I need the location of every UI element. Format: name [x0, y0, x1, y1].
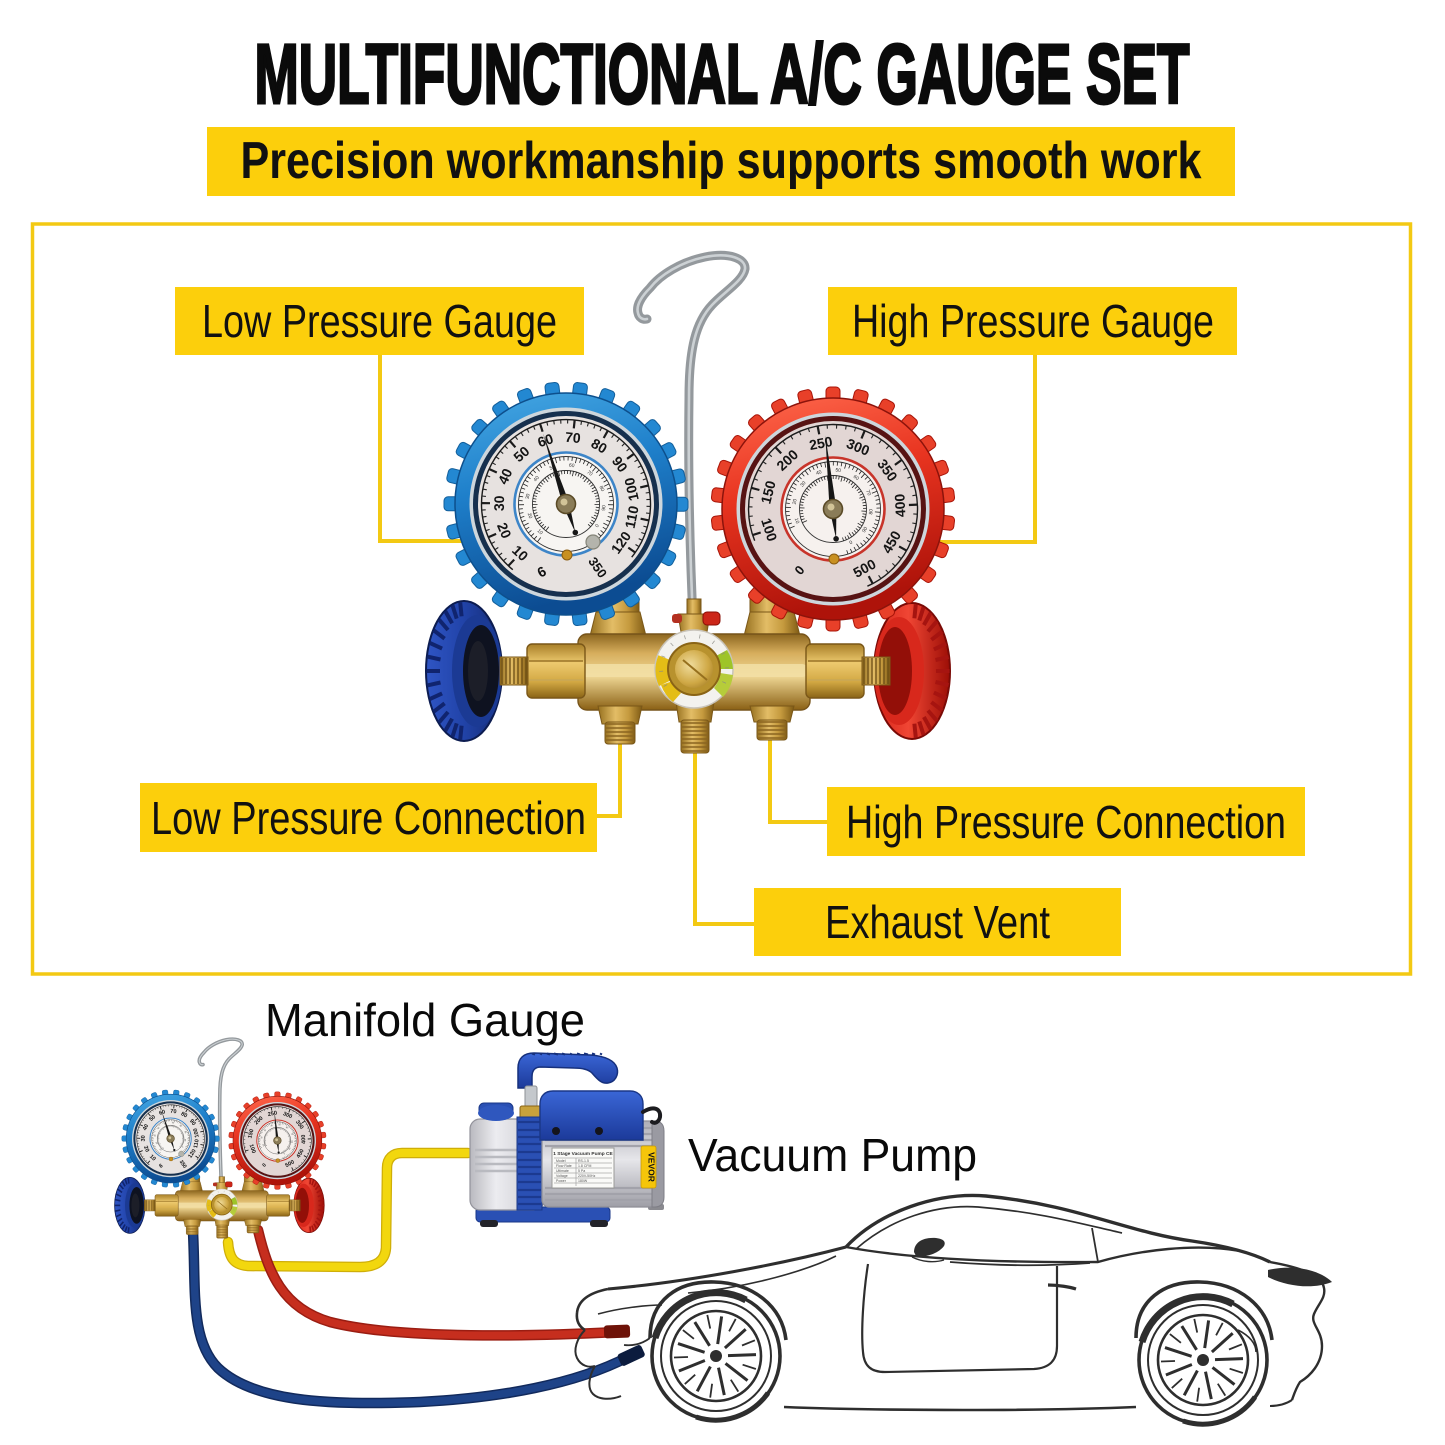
- svg-text:Exhaust Vent: Exhaust Vent: [825, 896, 1050, 948]
- svg-text:10: 10: [536, 528, 544, 536]
- svg-text:10: 10: [793, 517, 800, 524]
- svg-text:40: 40: [494, 466, 515, 487]
- svg-text:30: 30: [491, 495, 507, 511]
- svg-text:50: 50: [835, 467, 842, 474]
- svg-text:5 Pa: 5 Pa: [578, 1169, 585, 1173]
- svg-text:20: 20: [526, 512, 533, 519]
- svg-text:1.8 CFM: 1.8 CFM: [578, 1164, 592, 1168]
- svg-text:60: 60: [852, 474, 860, 482]
- svg-text:180W: 180W: [578, 1179, 588, 1183]
- svg-text:90: 90: [601, 505, 608, 511]
- svg-text:40: 40: [815, 469, 823, 477]
- svg-text:100: 100: [621, 476, 642, 502]
- svg-text:220V-50Hz: 220V-50Hz: [578, 1174, 596, 1178]
- svg-text:70: 70: [564, 429, 581, 447]
- svg-text:30: 30: [525, 493, 532, 500]
- svg-text:110: 110: [622, 504, 642, 529]
- svg-text:1 Stage Vacuum Pump CE: 1 Stage Vacuum Pump CE: [553, 1151, 613, 1157]
- svg-text:Ultimate: Ultimate: [556, 1169, 569, 1173]
- svg-text:80: 80: [588, 435, 610, 457]
- svg-text:High Pressure Gauge: High Pressure Gauge: [852, 295, 1214, 347]
- svg-text:0: 0: [848, 540, 853, 547]
- svg-text:MULTIFUNCTIONAL A/C GAUGE SET: MULTIFUNCTIONAL A/C GAUGE SET: [255, 27, 1190, 121]
- svg-text:Power: Power: [556, 1179, 567, 1183]
- svg-text:Precision workmanship supports: Precision workmanship supports smooth wo…: [241, 132, 1202, 190]
- svg-text:70: 70: [864, 489, 872, 497]
- svg-text:High Pressure Connection: High Pressure Connection: [846, 796, 1286, 848]
- svg-text:RS-1.5: RS-1.5: [578, 1159, 589, 1163]
- svg-text:250: 250: [808, 433, 834, 453]
- svg-text:100: 100: [758, 516, 781, 543]
- svg-text:90: 90: [861, 526, 869, 534]
- svg-text:80: 80: [598, 485, 606, 493]
- svg-text:Voltage: Voltage: [556, 1174, 568, 1178]
- svg-text:Low Pressure Gauge: Low Pressure Gauge: [202, 295, 557, 347]
- svg-text:40: 40: [533, 475, 541, 483]
- svg-text:VEVOR: VEVOR: [647, 1152, 657, 1182]
- svg-text:Manifold Gauge: Manifold Gauge: [265, 994, 585, 1046]
- svg-text:20: 20: [494, 520, 515, 541]
- svg-text:400: 400: [891, 493, 908, 517]
- svg-text:Flow Rate: Flow Rate: [556, 1164, 572, 1168]
- svg-text:Vacuum Pump: Vacuum Pump: [688, 1129, 977, 1181]
- svg-text:Low Pressure Connection: Low Pressure Connection: [151, 792, 586, 844]
- svg-text:30: 30: [799, 480, 807, 488]
- svg-text:20: 20: [792, 498, 799, 505]
- svg-text:60: 60: [569, 463, 576, 470]
- svg-text:150: 150: [757, 479, 778, 506]
- svg-text:0: 0: [594, 523, 601, 529]
- svg-text:80: 80: [868, 509, 874, 515]
- svg-text:Model: Model: [556, 1159, 566, 1163]
- svg-text:70: 70: [585, 469, 593, 477]
